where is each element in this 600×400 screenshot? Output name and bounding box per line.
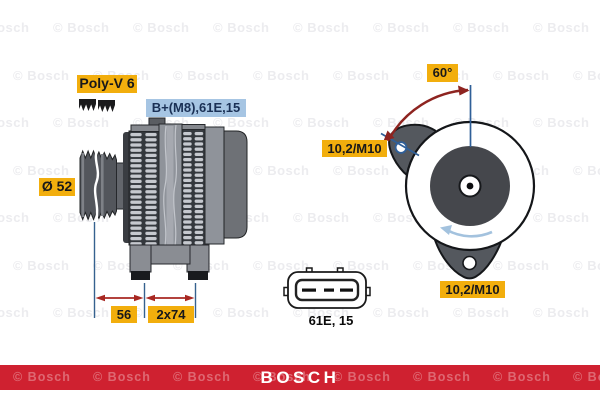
watermark-text: © Bosch <box>333 162 390 178</box>
label-pulley-type: Poly-V 6 <box>77 75 137 93</box>
watermark-text: © Bosch <box>573 257 600 273</box>
watermark-text-white: © Bosch <box>573 370 600 384</box>
watermark-text: © Bosch <box>573 162 600 178</box>
watermark-text: © Bosch <box>253 257 310 273</box>
rear-cover <box>223 130 248 239</box>
front-view <box>380 85 536 280</box>
watermark-text: © Bosch <box>533 115 590 130</box>
watermark-text: © Bosch <box>333 257 390 273</box>
watermark-text: © Bosch <box>533 305 590 320</box>
mounting-feet <box>129 244 210 280</box>
watermark-text: © Bosch <box>0 305 30 320</box>
side-view <box>79 99 248 318</box>
watermark-text-white: © Bosch <box>93 370 151 384</box>
lug-hole <box>462 255 477 271</box>
label-hole-top: 10,2/M10 <box>322 140 387 157</box>
watermark-text: © Bosch <box>533 210 590 225</box>
watermark-text: © Bosch <box>333 67 390 83</box>
dimension-lines <box>93 222 197 318</box>
angle-arc <box>383 85 470 142</box>
watermark-text-white: © Bosch <box>333 370 391 384</box>
watermark-text: © Bosch <box>493 67 550 83</box>
watermark-text: © Bosch <box>53 115 110 130</box>
front-fins <box>128 130 160 246</box>
rotation-arrow <box>440 225 493 238</box>
watermark-text: © Bosch <box>173 67 230 83</box>
watermark-text-white: © Bosch <box>493 370 551 384</box>
label-connector-terminals: 61E, 15 <box>308 313 354 328</box>
brand-logo-text: BOSCH <box>260 368 340 387</box>
watermark-text: © Bosch <box>0 210 30 225</box>
label-terminals: B+(M8),61E,15 <box>146 99 246 117</box>
watermark-text: © Bosch <box>13 162 70 178</box>
rear-top-ledge <box>181 124 206 130</box>
dimension-arrows <box>95 294 195 302</box>
watermark-text: © Bosch <box>0 115 30 130</box>
watermark-text: © Bosch <box>253 162 310 178</box>
connector-pins <box>302 288 353 292</box>
belt-icon <box>79 99 115 112</box>
pulley <box>79 148 117 223</box>
watermark-text-white: © Bosch <box>173 370 231 384</box>
watermark-text: © Bosch <box>533 20 590 35</box>
connector-view <box>283 267 371 309</box>
watermark-text: © Bosch <box>293 210 350 225</box>
label-hole-bottom: 10,2/M10 <box>440 281 505 298</box>
watermark-text: © Bosch <box>213 305 270 320</box>
shaft-center <box>466 182 474 190</box>
watermark-text: © Bosch <box>0 20 30 35</box>
label-dim-2x74: 2x74 <box>148 306 194 323</box>
label-angle: 60° <box>427 64 458 82</box>
watermark-text: © Bosch <box>453 305 510 320</box>
watermark-text: © Bosch <box>253 67 310 83</box>
watermark-text: © Bosch <box>213 115 270 130</box>
label-pulley-diameter: Ø 52 <box>39 178 75 196</box>
watermark-text: © Bosch <box>133 20 190 35</box>
brand-bar <box>0 365 600 390</box>
watermark-text: © Bosch <box>13 257 70 273</box>
watermark-text-white: © Bosch <box>413 370 471 384</box>
watermark-text: © Bosch <box>453 20 510 35</box>
watermark-text: © Bosch <box>573 67 600 83</box>
watermark-text: © Bosch <box>373 20 430 35</box>
watermark-text: © Bosch <box>53 20 110 35</box>
rear-fins <box>181 128 206 247</box>
watermark-text: © Bosch <box>373 305 430 320</box>
rear-bracket <box>204 126 225 245</box>
label-dim-56: 56 <box>111 306 137 323</box>
watermark-text: © Bosch <box>293 115 350 130</box>
watermark-text: © Bosch <box>13 67 70 83</box>
watermark-text: © Bosch <box>493 257 550 273</box>
watermark-text-white: © Bosch <box>13 370 71 384</box>
watermark-text: © Bosch <box>213 20 270 35</box>
watermark-text: © Bosch <box>293 20 350 35</box>
watermark-text-white: © Bosch <box>253 370 311 384</box>
front-top-ledge <box>130 124 160 132</box>
